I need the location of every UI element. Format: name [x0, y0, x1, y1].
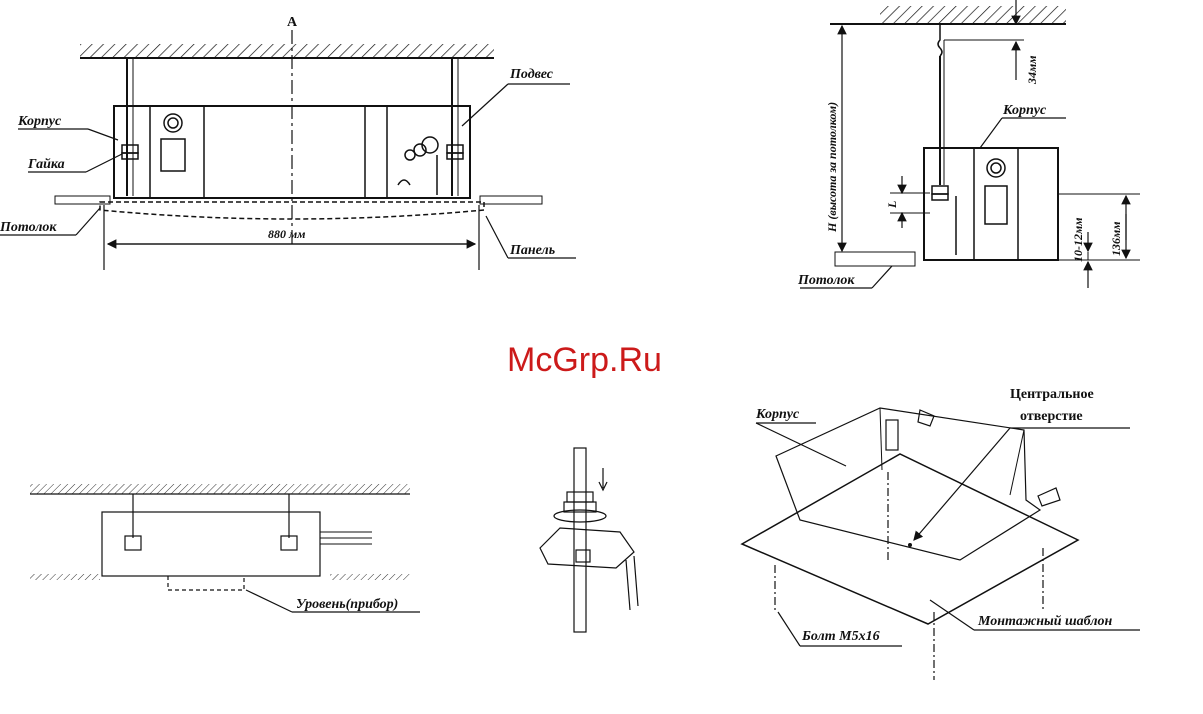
label-template: Монтажный шаблон — [977, 614, 1112, 629]
label-level: Уровень(прибор) — [296, 597, 398, 612]
figure-mounting-template: Корпус Центральное отверстие Монтажный ш… — [742, 387, 1140, 680]
label-korpus-iso: Корпус — [755, 407, 800, 422]
dim-34: 34мм — [1025, 56, 1039, 85]
width-dimension: 880 мм — [268, 227, 305, 241]
label-central-2: отверстие — [1020, 409, 1083, 424]
nut-left — [122, 145, 138, 153]
nut-right — [447, 145, 463, 153]
label-korpus: Корпус — [17, 114, 62, 129]
label-korpus-side: Корпус — [1002, 103, 1047, 118]
dim-L: L — [885, 201, 899, 209]
dim-10-12: 10-12мм — [1071, 218, 1085, 262]
figure-level-check: Уровень(прибор) — [30, 484, 420, 612]
axis-letter: A — [287, 15, 298, 30]
dim-136: 136мм — [1109, 222, 1123, 256]
unit-body-iso — [776, 408, 1040, 560]
label-bolt: Болт M5x16 — [801, 629, 880, 644]
figure-side-section: 34мм H (высота за потолком) L 10-12мм 1 — [797, 0, 1140, 288]
ceiling-slab-2 — [880, 6, 1066, 24]
label-gaika: Гайка — [27, 157, 65, 172]
figure-front-section: A 880 мм Корпус Гайка Потолок Подвес Пан… — [0, 15, 576, 270]
nut-side — [932, 186, 948, 194]
ceiling-slab — [80, 44, 494, 58]
watermark: McGrp.Ru — [507, 341, 662, 379]
label-potolok: Потолок — [0, 220, 57, 235]
template-plate — [742, 454, 1078, 624]
unit-body-level — [102, 512, 320, 576]
figure-bolt-detail — [540, 448, 638, 632]
label-potolok-side: Потолок — [797, 273, 855, 288]
label-podves: Подвес — [509, 67, 554, 82]
label-panel: Панель — [509, 243, 555, 258]
dim-height: H (высота за потолком) — [825, 102, 839, 233]
label-central-1: Центральное — [1010, 387, 1094, 402]
